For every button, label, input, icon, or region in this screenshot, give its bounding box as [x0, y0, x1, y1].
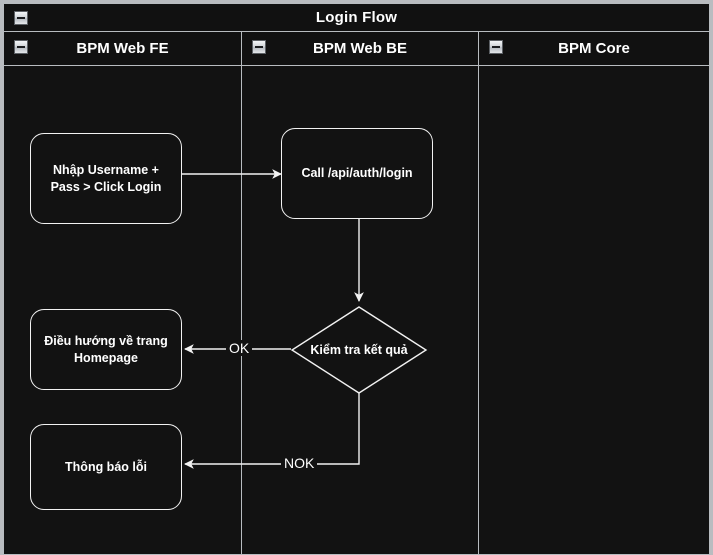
- task-node-nhap-username[interactable]: Nhập Username + Pass > Click Login: [30, 133, 182, 224]
- lane-header-bpm-web-be: BPM Web BE: [242, 32, 478, 66]
- lane-header-bpm-core: BPM Core: [479, 32, 709, 66]
- task-node-call-api-auth-login[interactable]: Call /api/auth/login: [281, 128, 433, 219]
- lane-collapse-icon-be[interactable]: [252, 40, 266, 54]
- pool-collapse-icon[interactable]: [14, 11, 28, 25]
- lane-collapse-icon-core[interactable]: [489, 40, 503, 54]
- lane-divider-fe-be: [241, 32, 242, 554]
- lane-collapse-icon-fe[interactable]: [14, 40, 28, 54]
- task-node-thong-bao-loi[interactable]: Thông báo lỗi: [30, 424, 182, 510]
- page-title: Login Flow: [315, 9, 398, 26]
- decision-diamond-shape: [290, 306, 428, 394]
- edge-label-nok: NOK: [281, 455, 318, 471]
- lane-label-core: BPM Core: [558, 40, 630, 57]
- lane-header-bpm-web-fe: BPM Web FE: [4, 32, 241, 66]
- lane-divider-be-core: [478, 32, 479, 554]
- lane-label-be: BPM Web BE: [313, 40, 407, 57]
- edge-label-ok: OK: [226, 340, 253, 356]
- pool-login-flow: Login Flow BPM Web FE BPM Web BE BPM Cor…: [3, 3, 710, 555]
- decision-node-label: Kiểm tra kết quả: [310, 343, 408, 357]
- lane-label-fe: BPM Web FE: [76, 40, 169, 57]
- decision-node-kiem-tra-ket-qua[interactable]: Kiểm tra kết quả: [290, 306, 428, 394]
- pool-title-bar: Login Flow: [4, 4, 709, 32]
- edge-n3-n5-nok: [184, 393, 360, 469]
- task-node-dieu-huong-homepage[interactable]: Điều hướng về trang Homepage: [30, 309, 182, 390]
